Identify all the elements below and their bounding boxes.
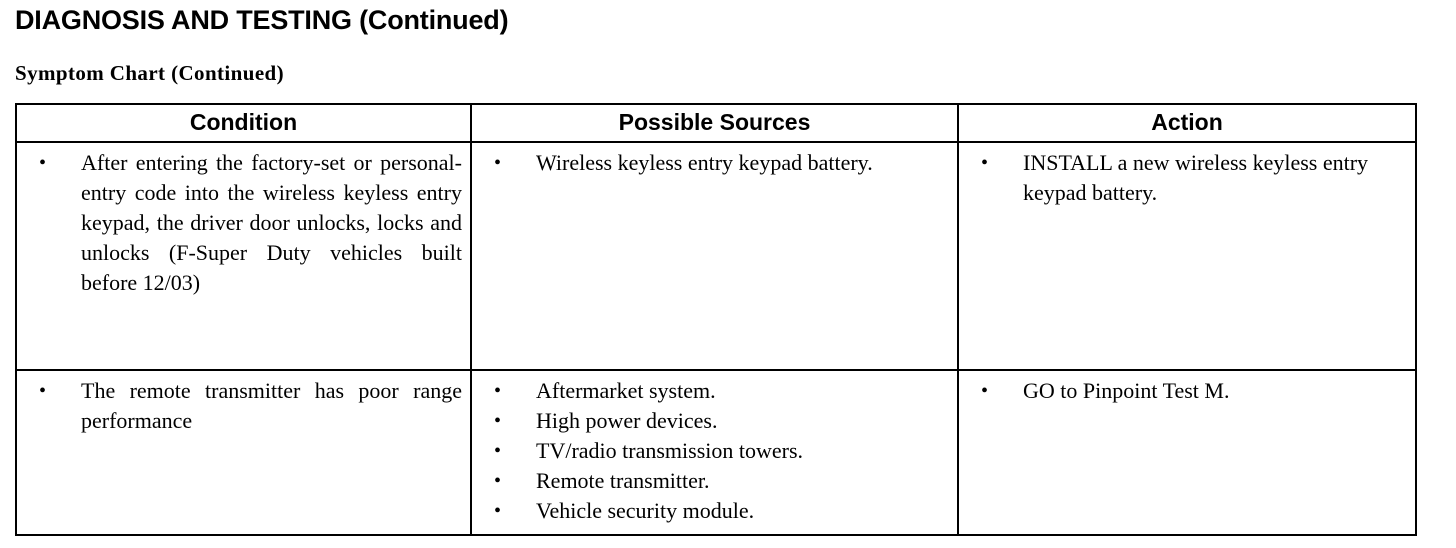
bullet-list-condition: After entering the factory-set or person… (25, 148, 462, 298)
column-header-possible-sources: Possible Sources (470, 103, 959, 143)
list-item: GO to Pinpoint Test M. (967, 376, 1407, 406)
symptom-chart-table: Condition Possible Sources Action After … (15, 103, 1417, 536)
list-item: INSTALL a new wireless keyless entry key… (967, 148, 1407, 208)
bullet-list-condition: The remote transmitter has poor range pe… (25, 376, 462, 436)
cell-condition: The remote transmitter has poor range pe… (15, 369, 472, 536)
bullet-list-sources: Aftermarket system. High power devices. … (480, 376, 949, 526)
cell-condition: After entering the factory-set or person… (15, 141, 472, 371)
list-item: Vehicle security module. (480, 496, 949, 526)
column-header-action: Action (957, 103, 1417, 143)
cell-action: GO to Pinpoint Test M. (957, 369, 1417, 536)
column-header-condition: Condition (15, 103, 472, 143)
bullet-list-action: GO to Pinpoint Test M. (967, 376, 1407, 406)
list-item: Aftermarket system. (480, 376, 949, 406)
list-item: After entering the factory-set or person… (25, 148, 462, 298)
list-item: The remote transmitter has poor range pe… (25, 376, 462, 436)
bullet-list-sources: Wireless keyless entry keypad battery. (480, 148, 949, 178)
cell-possible-sources: Aftermarket system. High power devices. … (470, 369, 959, 536)
section-subtitle: Symptom Chart (Continued) (15, 61, 285, 85)
bullet-list-action: INSTALL a new wireless keyless entry key… (967, 148, 1407, 208)
cell-action: INSTALL a new wireless keyless entry key… (957, 141, 1417, 371)
table-row: The remote transmitter has poor range pe… (15, 369, 1417, 536)
list-item: Remote transmitter. (480, 466, 949, 496)
list-item: Wireless keyless entry keypad battery. (480, 148, 949, 178)
table-row: After entering the factory-set or person… (15, 141, 1417, 371)
table-header-row: Condition Possible Sources Action (15, 103, 1417, 143)
cell-possible-sources: Wireless keyless entry keypad battery. (470, 141, 959, 371)
list-item: TV/radio transmission towers. (480, 436, 949, 466)
list-item: High power devices. (480, 406, 949, 436)
page-title: DIAGNOSIS AND TESTING (Continued) (15, 5, 509, 35)
